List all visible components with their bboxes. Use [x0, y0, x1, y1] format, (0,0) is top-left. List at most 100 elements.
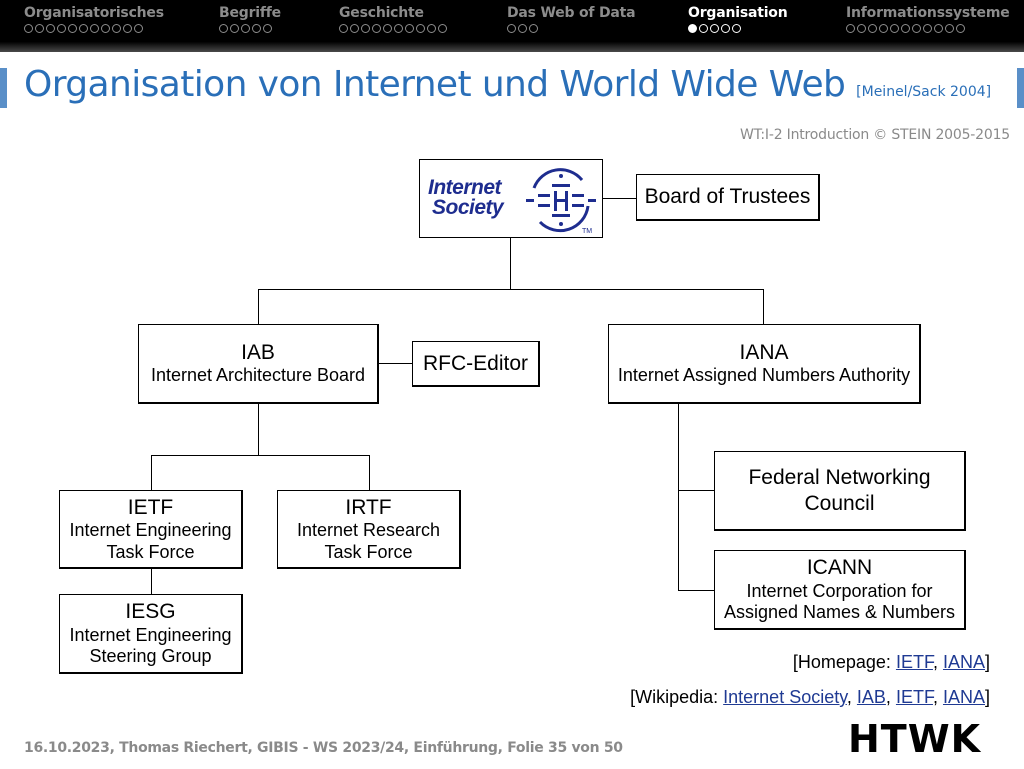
box-full-name-line1: Internet Engineering: [69, 520, 232, 540]
nav-section-label: Informationssysteme: [846, 5, 1010, 21]
slide-dot[interactable]: [79, 24, 88, 33]
slide-dot[interactable]: [529, 24, 538, 33]
connector-ietf-iesg: [151, 568, 152, 595]
box-abbr: IAB: [241, 341, 275, 365]
box-label-line1: Federal Networking: [748, 466, 931, 490]
slide-dot[interactable]: [372, 24, 381, 33]
slide-dot[interactable]: [24, 24, 33, 33]
slide-dot[interactable]: [361, 24, 370, 33]
slide-dot[interactable]: [857, 24, 866, 33]
connector-isoc-trustees: [603, 198, 637, 199]
box-full-name-line1: Internet Corporation for: [746, 580, 933, 601]
link-ietf-wikipedia[interactable]: IETF: [895, 687, 933, 707]
slide-dots: [219, 24, 281, 36]
connector-to-ietf: [151, 455, 152, 491]
slide-dot[interactable]: [35, 24, 44, 33]
slide-dot[interactable]: [123, 24, 132, 33]
box-rfc-editor: RFC-Editor: [412, 341, 540, 387]
slide-dot[interactable]: [263, 24, 272, 33]
link-iana-wikipedia[interactable]: IANA: [942, 687, 985, 707]
nav-section-web-of-data[interactable]: Das Web of Data: [507, 4, 636, 36]
slide-dot[interactable]: [923, 24, 932, 33]
link-internet-society-wikipedia[interactable]: Internet Society: [723, 687, 847, 707]
slide-dot[interactable]: [732, 24, 741, 33]
slide-dot[interactable]: [901, 24, 910, 33]
link-iana-homepage[interactable]: IANA: [942, 652, 985, 672]
slide-dot[interactable]: [427, 24, 436, 33]
title-accent-bar-left: [0, 68, 7, 108]
connector-top-branch: [258, 289, 764, 290]
wikipedia-links: [Wikipedia: Internet Society, IAB, IETF,…: [630, 687, 990, 708]
nav-section-geschichte[interactable]: Geschichte: [339, 4, 447, 36]
logo-wordmark: Internet Society: [428, 177, 504, 218]
slide-dot[interactable]: [339, 24, 348, 33]
slide-dot[interactable]: [252, 24, 261, 33]
slide-dot[interactable]: [956, 24, 965, 33]
slide-dot[interactable]: [394, 24, 403, 33]
connector-to-iab: [258, 289, 259, 325]
connector-isoc-down: [510, 237, 511, 289]
slide-dot[interactable]: [507, 24, 516, 33]
slide-dot[interactable]: [46, 24, 55, 33]
slide-dot[interactable]: [890, 24, 899, 33]
box-abbr: IESG: [125, 600, 176, 624]
slide-dot[interactable]: [405, 24, 414, 33]
nav-section-label: Das Web of Data: [507, 5, 636, 21]
slide-dot[interactable]: [846, 24, 855, 33]
link-ietf-homepage[interactable]: IETF: [895, 652, 933, 672]
slide-dot[interactable]: [230, 24, 239, 33]
slide-dot[interactable]: [350, 24, 359, 33]
internet-society-logo: Internet Society TM: [419, 159, 603, 238]
title-accent-bar-right: [1017, 68, 1024, 108]
copyright-note: WT:I-2 Introduction © STEIN 2005-2015: [739, 127, 1010, 143]
slide-dot[interactable]: [68, 24, 77, 33]
nav-section-begriffe[interactable]: Begriffe: [219, 4, 281, 36]
connector-to-iana: [763, 289, 764, 325]
box-full-name-line2: Steering Group: [89, 646, 212, 667]
slide-dot[interactable]: [383, 24, 392, 33]
top-navigation: Organisatorisches Begriffe Geschichte Da…: [0, 0, 1024, 52]
slide-dot[interactable]: [934, 24, 943, 33]
nav-section-label: Organisatorisches: [24, 5, 164, 21]
box-iesg: IESG Internet Engineering Steering Group: [59, 594, 243, 674]
slide-dot[interactable]: [134, 24, 143, 33]
links-separator: ,: [932, 652, 943, 672]
slide-dot[interactable]: [688, 24, 697, 33]
page-title: Organisation von Internet und World Wide…: [24, 64, 991, 105]
slide-dot[interactable]: [241, 24, 250, 33]
slide-dot[interactable]: [438, 24, 447, 33]
links-separator: ,: [932, 687, 943, 707]
box-full-name-line2: Task Force: [106, 541, 195, 562]
box-icann: ICANN Internet Corporation for Assigned …: [714, 550, 966, 630]
link-iab-wikipedia[interactable]: IAB: [856, 687, 886, 707]
nav-section-label: Organisation: [688, 5, 788, 21]
slide-dot[interactable]: [699, 24, 708, 33]
links-prefix: [Wikipedia:: [630, 687, 724, 707]
slide-dot[interactable]: [112, 24, 121, 33]
htwk-logo: HTWK: [848, 717, 982, 761]
box-ietf: IETF Internet Engineering Task Force: [59, 490, 243, 569]
slide-dot[interactable]: [101, 24, 110, 33]
box-abbr: ICANN: [806, 556, 873, 580]
nav-section-informationssysteme[interactable]: Informationssysteme: [846, 4, 1010, 36]
slide-dot[interactable]: [57, 24, 66, 33]
slide-dot[interactable]: [219, 24, 228, 33]
slide-dots: [339, 24, 447, 36]
connector-to-icann: [678, 590, 715, 591]
nav-section-organisation[interactable]: Organisation: [688, 4, 788, 36]
slide-dot[interactable]: [90, 24, 99, 33]
connector-iab-down: [258, 403, 259, 455]
slide-dot[interactable]: [868, 24, 877, 33]
links-prefix: [Homepage:: [792, 652, 896, 672]
box-irtf: IRTF Internet Research Task Force: [277, 490, 461, 569]
connector-iana-down: [678, 403, 679, 590]
nav-section-organisatorisches[interactable]: Organisatorisches: [24, 4, 164, 36]
slide-dot[interactable]: [416, 24, 425, 33]
slide-dot[interactable]: [518, 24, 527, 33]
slide-dot[interactable]: [879, 24, 888, 33]
slide-dots: [24, 24, 164, 36]
slide-dot[interactable]: [721, 24, 730, 33]
slide-dot[interactable]: [710, 24, 719, 33]
slide-dot[interactable]: [912, 24, 921, 33]
slide-dot[interactable]: [945, 24, 954, 33]
